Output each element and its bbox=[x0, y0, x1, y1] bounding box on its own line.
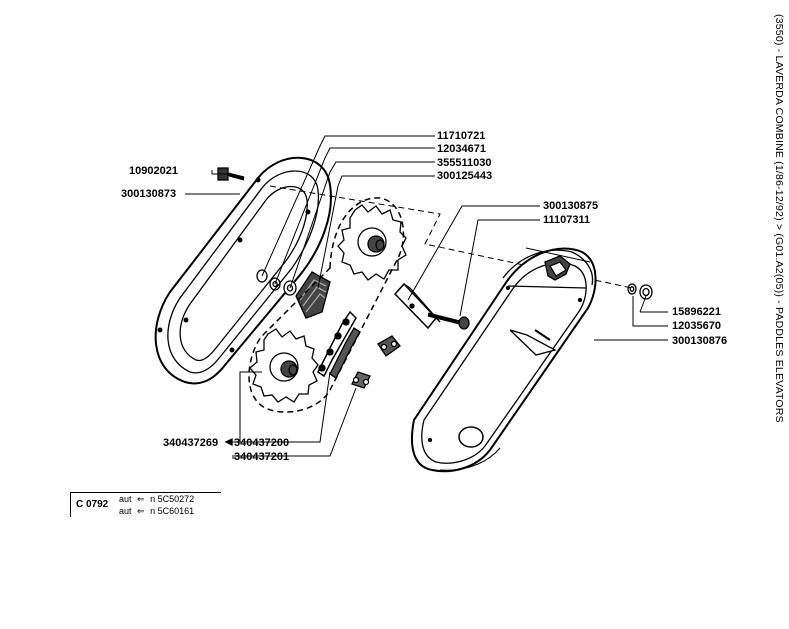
label-300130873: 300130873 bbox=[121, 188, 176, 200]
label-355511030: 355511030 bbox=[437, 157, 491, 169]
reference-line: aut ⇐ n 5C60161 bbox=[119, 506, 194, 517]
label-340437269: 340437269 bbox=[163, 437, 218, 449]
label-12035670: 12035670 bbox=[672, 320, 721, 332]
ref-n: n bbox=[150, 506, 156, 516]
reference-code: C 0792 bbox=[76, 499, 109, 510]
chain-segment-340437200 bbox=[317, 310, 361, 379]
lower-sprocket bbox=[249, 328, 319, 403]
ref-serial: 5C50272 bbox=[157, 494, 195, 504]
label-300125443: 300125443 bbox=[437, 170, 492, 182]
connecting-link bbox=[377, 335, 401, 357]
spacer-300130875 bbox=[393, 282, 441, 330]
washer-11710721 bbox=[256, 269, 268, 283]
ref-prefix: aut bbox=[119, 494, 132, 504]
label-300130875: 300130875 bbox=[543, 200, 598, 212]
label-12034671: 12034671 bbox=[437, 143, 486, 155]
tensioner-300125443 bbox=[295, 271, 331, 319]
page-side-title: (3550) - LAVERDA COMBINE (1/86-12/92) > … bbox=[773, 14, 785, 423]
screw-11107311 bbox=[427, 312, 470, 330]
label-11107311: 11107311 bbox=[543, 214, 590, 226]
washer-12035670 bbox=[627, 283, 637, 295]
right-chain-cover bbox=[411, 247, 597, 473]
left-arrow-icon: ⇐ bbox=[137, 494, 145, 504]
chain-link-340437201 bbox=[351, 371, 371, 389]
ref-n: n bbox=[150, 494, 156, 504]
label-340437201: 340437201 bbox=[234, 451, 289, 463]
label-11710721: 11710721 bbox=[437, 130, 485, 142]
ref-serial: 5C60161 bbox=[157, 506, 195, 516]
left-chain-cover bbox=[154, 156, 332, 385]
label-300130876: 300130876 bbox=[672, 335, 727, 347]
upper-sprocket bbox=[337, 204, 407, 281]
label-15896221: 15896221 bbox=[672, 306, 721, 318]
label-340437200: 340437200 bbox=[234, 437, 289, 449]
label-10902021: 10902021 bbox=[129, 165, 178, 177]
ref-prefix: aut bbox=[119, 506, 132, 516]
reference-line: aut ⇐ n 5C50272 bbox=[119, 494, 194, 505]
washer-12034671 bbox=[269, 277, 281, 291]
nut-15896221 bbox=[639, 284, 653, 300]
left-arrow-icon: ⇐ bbox=[137, 506, 145, 516]
reference-box: C 0792 aut ⇐ n 5C50272 aut ⇐ n 5C60161 bbox=[70, 492, 221, 517]
